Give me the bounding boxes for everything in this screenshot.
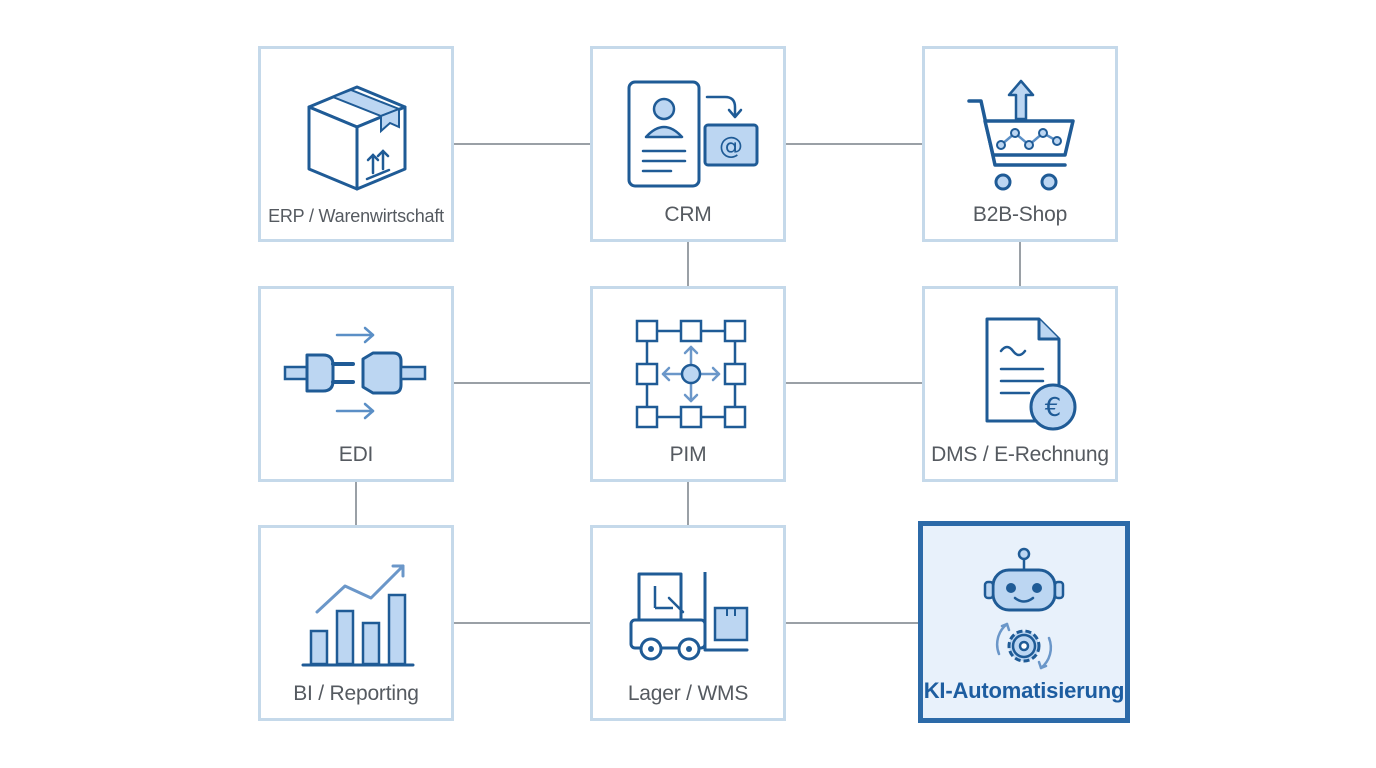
tile-label-b2b-shop: B2B-Shop xyxy=(972,203,1068,226)
email-at-glyph: @ xyxy=(719,132,743,160)
contact-card-icon: @ xyxy=(593,49,783,199)
euro-glyph: € xyxy=(1045,393,1062,423)
tile-label-pim: PIM xyxy=(669,443,707,466)
tile-label-bi: BI / Reporting xyxy=(293,682,419,705)
shopping-cart-icon xyxy=(925,49,1115,199)
tile-crm[interactable]: @ CRM xyxy=(590,46,786,242)
tile-label-edi: EDI xyxy=(338,443,374,466)
tile-bi[interactable]: BI / Reporting xyxy=(258,525,454,721)
tile-erp[interactable]: ERP / Warenwirtschaft xyxy=(258,46,454,242)
tile-label-dms: DMS / E-Rechnung xyxy=(931,443,1109,466)
invoice-document-icon: € xyxy=(925,289,1115,439)
tile-edi[interactable]: EDI xyxy=(258,286,454,482)
tile-lager[interactable]: Lager / WMS xyxy=(590,525,786,721)
forklift-icon xyxy=(593,528,783,678)
tile-ki-automatisierung[interactable]: KI-Automatisierung xyxy=(918,521,1130,723)
tile-label-lager: Lager / WMS xyxy=(627,682,749,705)
tile-label-ki: KI-Automatisierung xyxy=(923,678,1125,703)
plug-connector-icon xyxy=(261,289,451,439)
tile-dms[interactable]: € DMS / E-Rechnung xyxy=(922,286,1118,482)
tile-label-erp: ERP / Warenwirtschaft xyxy=(268,206,444,226)
bar-chart-icon xyxy=(261,528,451,678)
tile-pim[interactable]: PIM xyxy=(590,286,786,482)
box-icon xyxy=(261,49,451,199)
tile-label-crm: CRM xyxy=(664,203,712,226)
tile-b2b-shop[interactable]: B2B-Shop xyxy=(922,46,1118,242)
network-grid-icon xyxy=(593,289,783,439)
robot-gear-icon xyxy=(923,526,1125,676)
